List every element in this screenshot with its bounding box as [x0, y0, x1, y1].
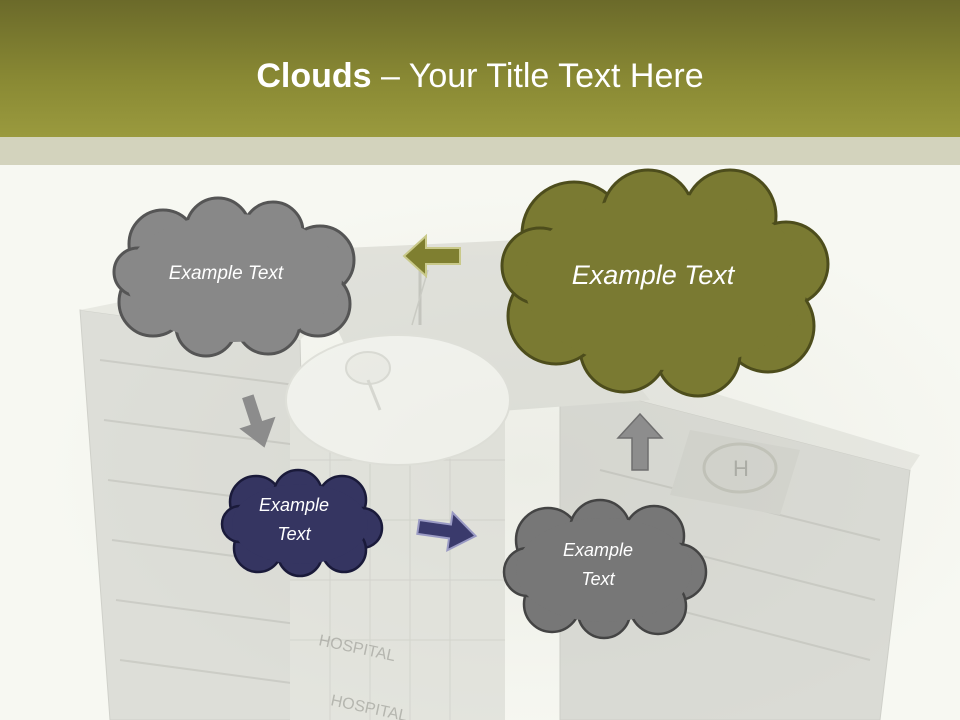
cloud-bottom-right[interactable] — [498, 496, 710, 640]
arrow-down-icon — [239, 394, 276, 448]
helipad-letter: H — [733, 456, 749, 481]
title-bold-word: Clouds — [256, 57, 372, 95]
title-text: Your Title Text Here — [408, 57, 704, 95]
title-dash: – — [371, 57, 409, 95]
title-subband — [0, 137, 960, 165]
cloud-middle-left[interactable] — [216, 466, 384, 578]
arrow-left-icon — [402, 233, 461, 279]
cloud-top-left[interactable] — [108, 192, 360, 360]
slide-title[interactable]: Clouds – Your Title Text Here — [0, 52, 960, 100]
title-bar — [0, 0, 960, 137]
arrow-right-icon — [416, 510, 478, 552]
arrow-up-icon — [616, 412, 664, 471]
cloud-top-right[interactable] — [498, 166, 832, 398]
